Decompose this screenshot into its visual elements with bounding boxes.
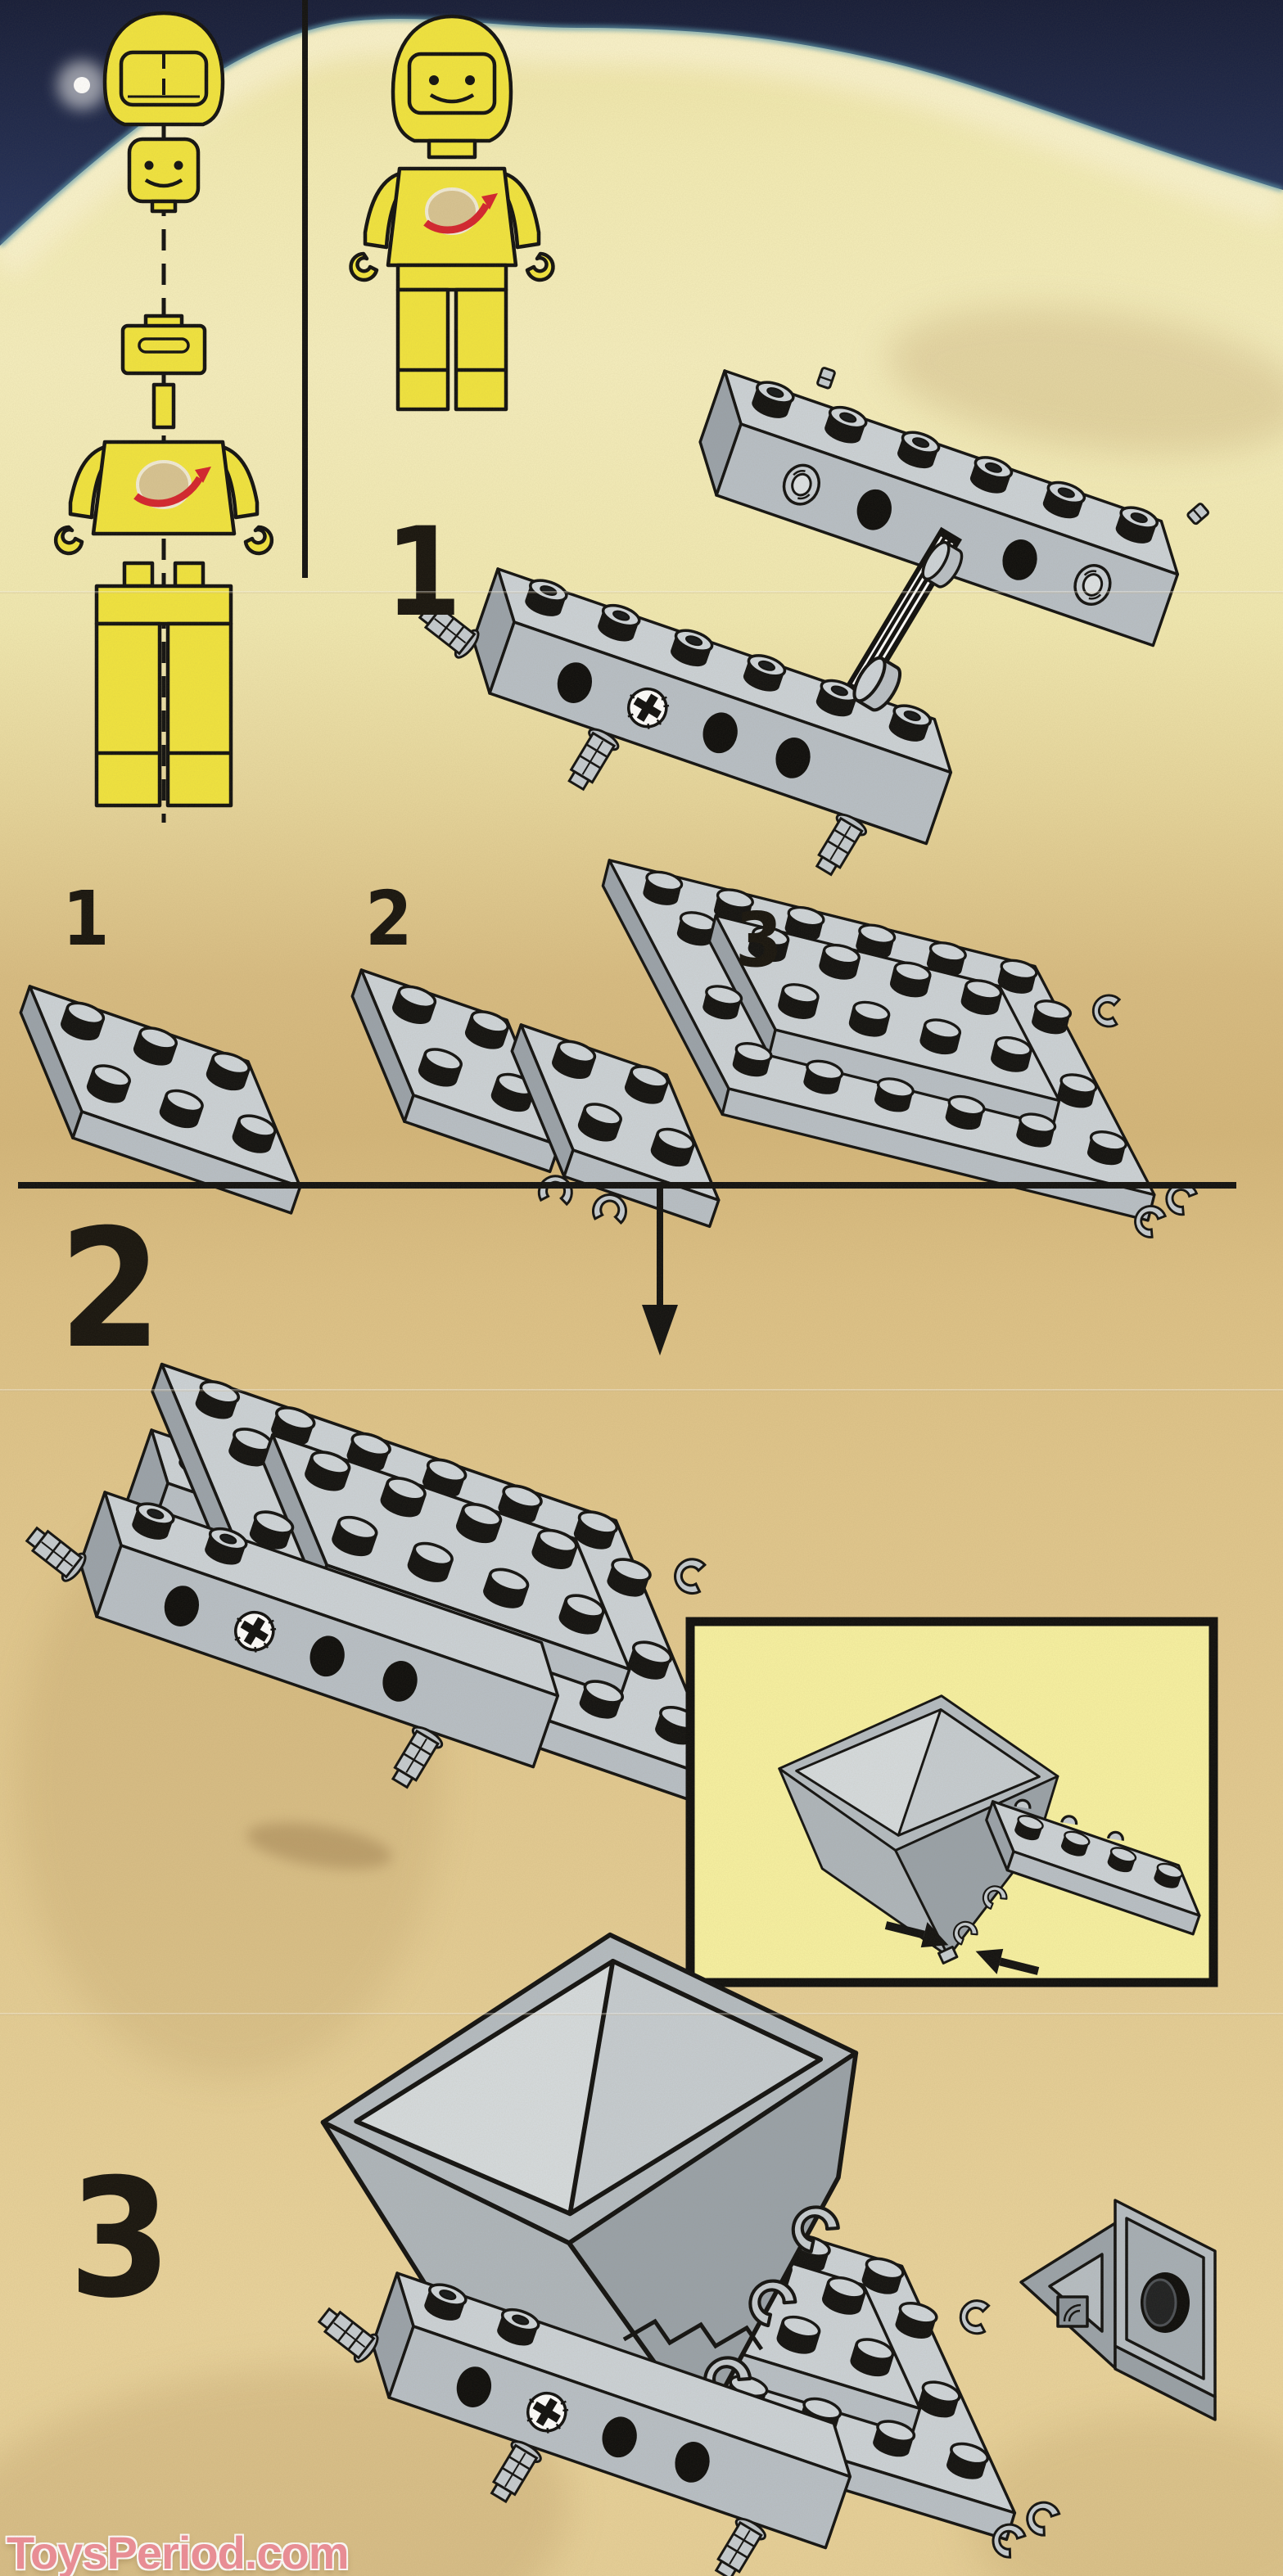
minifig-parts-diagram	[53, 11, 274, 823]
minifig-assembled	[349, 14, 555, 412]
substep2-number: 2	[365, 875, 413, 963]
step3-number: 3	[69, 2144, 171, 2335]
left-hand	[53, 525, 84, 556]
airtank-part	[120, 314, 207, 376]
rear-panel-piece	[1019, 2199, 1217, 2421]
paper-crease	[0, 591, 1283, 593]
step1-axle-assembly-illustration	[413, 366, 1211, 881]
torso-part	[53, 440, 274, 556]
lower-technic-brick	[413, 567, 967, 881]
step1-number: 1	[385, 502, 462, 644]
substep1-number: 1	[62, 875, 110, 963]
helmet-part	[102, 11, 225, 127]
substep3-number: 3	[735, 896, 783, 984]
watermark-text: ToysPeriod.com	[7, 2527, 350, 2576]
upper-technic-brick	[684, 366, 1211, 647]
step3-assembly-illustration	[281, 1911, 1217, 2576]
minifig-column-divider	[302, 0, 308, 578]
paper-crease	[0, 2013, 1283, 2015]
head-part	[127, 137, 201, 214]
step2-number: 2	[59, 1194, 161, 1385]
hinge-detail-inset	[685, 1617, 1218, 1987]
substep1-plate-illustration	[0, 986, 333, 1213]
paper-crease	[0, 1389, 1283, 1392]
section-divider-line	[18, 1182, 1236, 1189]
neck-post-part	[151, 382, 176, 430]
right-hand	[243, 525, 274, 556]
